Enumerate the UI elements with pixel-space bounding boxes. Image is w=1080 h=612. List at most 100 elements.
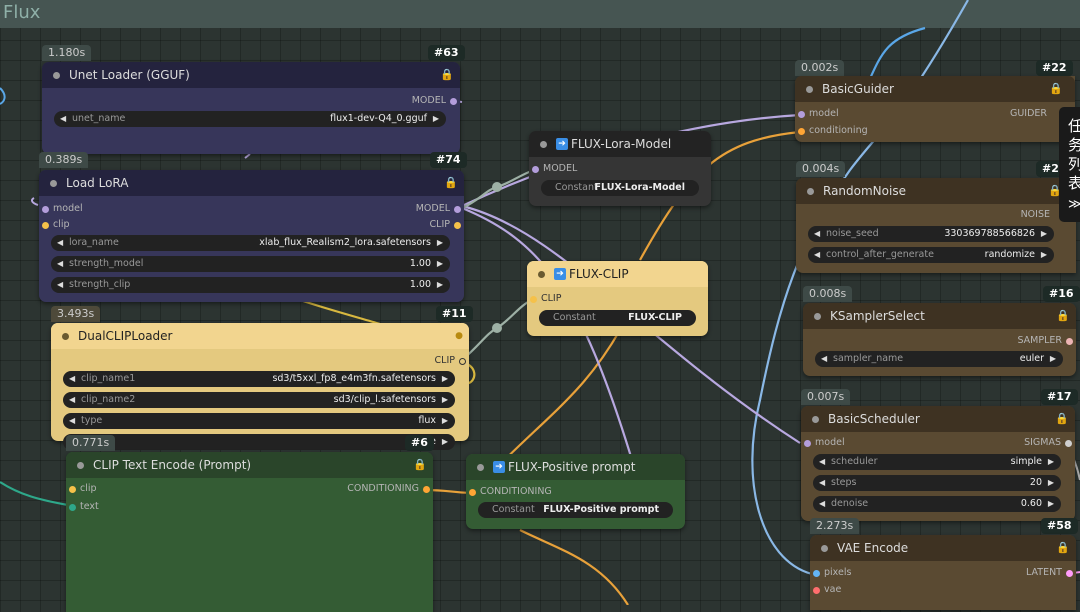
lock-icon[interactable]: ● [455,331,463,341]
cliptext-text-row[interactable]: text [66,501,433,515]
widget-clip-name2[interactable]: ◀ clip_name2 sd3/clip_l.safetensors ▶ [63,392,455,408]
arrow-right-icon[interactable]: ▶ [441,416,448,425]
arrow-left-icon[interactable]: ◀ [60,114,67,123]
arrow-left-icon[interactable]: ◀ [57,238,64,247]
collapse-dot[interactable] [821,545,828,552]
clip-input-dot[interactable] [530,296,537,303]
latent-output-dot[interactable] [1066,570,1073,577]
loramodel-constant-widget[interactable]: Constant FLUX-Lora-Model [541,180,699,196]
guider-model-row[interactable]: model GUIDER [795,108,1075,122]
widget-control-after-generate[interactable]: ◀ control_after_generate randomize ▶ [808,247,1054,263]
widget-sampler-name[interactable]: ◀ sampler_name euler ▶ [815,351,1063,367]
sampler-output-dot[interactable] [1066,338,1073,345]
widget-lora-name[interactable]: ◀ lora_name xlab_flux_Realism2_lora.safe… [51,235,450,251]
sigmas-output-dot[interactable] [1065,440,1072,447]
arrow-right-icon[interactable]: ▶ [1040,250,1047,259]
widget-scheduler[interactable]: ◀ scheduler simple ▶ [813,454,1061,470]
lock-icon[interactable]: 🔒 [413,458,427,471]
conditioning-input-dot[interactable] [469,489,476,496]
vae-input-dot[interactable] [813,587,820,594]
arrow-left-icon[interactable]: ◀ [814,250,821,259]
chevron-double-right-icon[interactable]: ≫ [1068,197,1080,212]
lora-clip-row[interactable]: clip CLIP [39,219,464,233]
arrow-right-icon[interactable]: ▶ [436,238,443,247]
arrow-right-icon[interactable]: ▶ [441,395,448,404]
guider-conditioning-row[interactable]: conditioning [795,125,1075,139]
arrow-left-icon[interactable]: ◀ [819,478,826,487]
fluxclip-title-bar[interactable]: ➔FLUX-CLIP [527,261,708,287]
arrow-left-icon[interactable]: ◀ [819,457,826,466]
unet-title-bar[interactable]: Unet Loader (GGUF) 🔒 [42,62,460,88]
scheduler-title-bar[interactable]: BasicScheduler 🔒 [801,406,1075,432]
arrow-right-icon[interactable]: ▶ [1049,354,1056,363]
arrow-right-icon[interactable]: ▶ [1047,457,1054,466]
clip-output-dot[interactable] [459,358,466,365]
collapse-dot[interactable] [477,464,484,471]
arrow-left-icon[interactable]: ◀ [69,374,76,383]
arrow-right-icon[interactable]: ▶ [1047,478,1054,487]
node-load-lora[interactable]: Load LoRA 🔒 model MODEL clip CLIP ◀ lora… [39,170,464,302]
task-list-side-tab[interactable]: 任务列表 ≫ [1059,107,1080,222]
guider-title-bar[interactable]: BasicGuider 🔒 [795,76,1075,102]
arrow-right-icon[interactable]: ▶ [432,114,439,123]
collapse-dot[interactable] [53,72,60,79]
model-input-dot[interactable] [532,166,539,173]
vae-title-bar[interactable]: VAE Encode 🔒 [810,535,1076,561]
node-flux-clip[interactable]: ➔FLUX-CLIP CLIP Constant FLUX-CLIP [527,261,708,336]
lora-model-row[interactable]: model MODEL [39,203,464,217]
scheduler-model-row[interactable]: model SIGMAS [801,437,1075,451]
collapse-dot[interactable] [77,462,84,469]
model-input-dot[interactable] [798,111,805,118]
widget-unet-name[interactable]: ◀ unet_name flux1-dev-Q4_0.gguf ▶ [54,111,446,127]
vae-vae-row[interactable]: vae [810,584,1076,598]
arrow-left-icon[interactable]: ◀ [57,280,64,289]
lock-icon[interactable]: 🔒 [1048,184,1062,197]
node-basic-scheduler[interactable]: BasicScheduler 🔒 model SIGMAS ◀ schedule… [801,406,1075,521]
collapse-dot[interactable] [807,188,814,195]
dualclip-title-bar[interactable]: DualCLIPLoader ● [51,323,469,349]
noise-output-row[interactable]: NOISE [796,209,1076,223]
arrow-right-icon[interactable]: ▶ [441,437,448,446]
lock-icon[interactable]: 🔒 [1049,82,1063,95]
clip-input-dot[interactable] [42,222,49,229]
arrow-left-icon[interactable]: ◀ [821,354,828,363]
cliptext-title-bar[interactable]: CLIP Text Encode (Prompt) 🔒 [66,452,433,478]
collapse-dot[interactable] [50,180,57,187]
arrow-left-icon[interactable]: ◀ [69,395,76,404]
node-basic-guider[interactable]: BasicGuider 🔒 model GUIDER conditioning [795,76,1075,142]
noise-title-bar[interactable]: RandomNoise 🔒 [796,178,1076,204]
widget-clip-name1[interactable]: ◀ clip_name1 sd3/t5xxl_fp8_e4m3fn.safete… [63,371,455,387]
arrow-right-icon[interactable]: ▶ [436,259,443,268]
clip-output-dot[interactable] [454,222,461,229]
collapse-dot[interactable] [62,333,69,340]
widget-denoise[interactable]: ◀ denoise 0.60 ▶ [813,496,1061,512]
node-random-noise[interactable]: RandomNoise 🔒 NOISE ◀ noise_seed 3303697… [796,178,1076,273]
widget-strength-model[interactable]: ◀ strength_model 1.00 ▶ [51,256,450,272]
node-vae-encode[interactable]: VAE Encode 🔒 pixels LATENT vae [810,535,1076,610]
unet-output-model[interactable]: MODEL [42,95,460,109]
arrow-left-icon[interactable]: ◀ [57,259,64,268]
model-input-dot[interactable] [804,440,811,447]
ksampler-title-bar[interactable]: KSamplerSelect 🔒 [803,303,1076,329]
arrow-right-icon[interactable]: ▶ [436,280,443,289]
positive-constant-widget[interactable]: Constant FLUX-Positive prompt [478,502,673,518]
node-unet-loader[interactable]: Unet Loader (GGUF) 🔒 MODEL ◀ unet_name f… [42,62,460,154]
lock-icon[interactable]: 🔒 [1056,309,1070,322]
widget-hidden-row[interactable]: de ▶ [63,434,455,450]
positive-title-bar[interactable]: ➔FLUX-Positive prompt [466,454,685,480]
vae-pixels-row[interactable]: pixels LATENT [810,567,1076,581]
collapse-dot[interactable] [812,416,819,423]
group-title-flux[interactable]: Flux [0,0,1080,28]
clip-input-dot[interactable] [69,486,76,493]
fluxclip-input-row[interactable]: CLIP [527,293,708,307]
conditioning-output-dot[interactable] [423,486,430,493]
dualclip-output-clip[interactable]: CLIP [51,355,469,369]
node-dualcliploader[interactable]: DualCLIPLoader ● CLIP ◀ clip_name1 sd3/t… [51,323,469,441]
loramodel-title-bar[interactable]: ➔FLUX-Lora-Model [529,131,711,157]
widget-noise-seed[interactable]: ◀ noise_seed 330369788566826 ▶ [808,226,1054,242]
lock-icon[interactable]: 🔒 [440,68,454,81]
arrow-left-icon[interactable]: ◀ [819,499,826,508]
node-ksampler-select[interactable]: KSamplerSelect 🔒 SAMPLER ◀ sampler_name … [803,303,1076,376]
model-input-dot[interactable] [42,206,49,213]
lock-icon[interactable]: 🔒 [444,176,458,189]
